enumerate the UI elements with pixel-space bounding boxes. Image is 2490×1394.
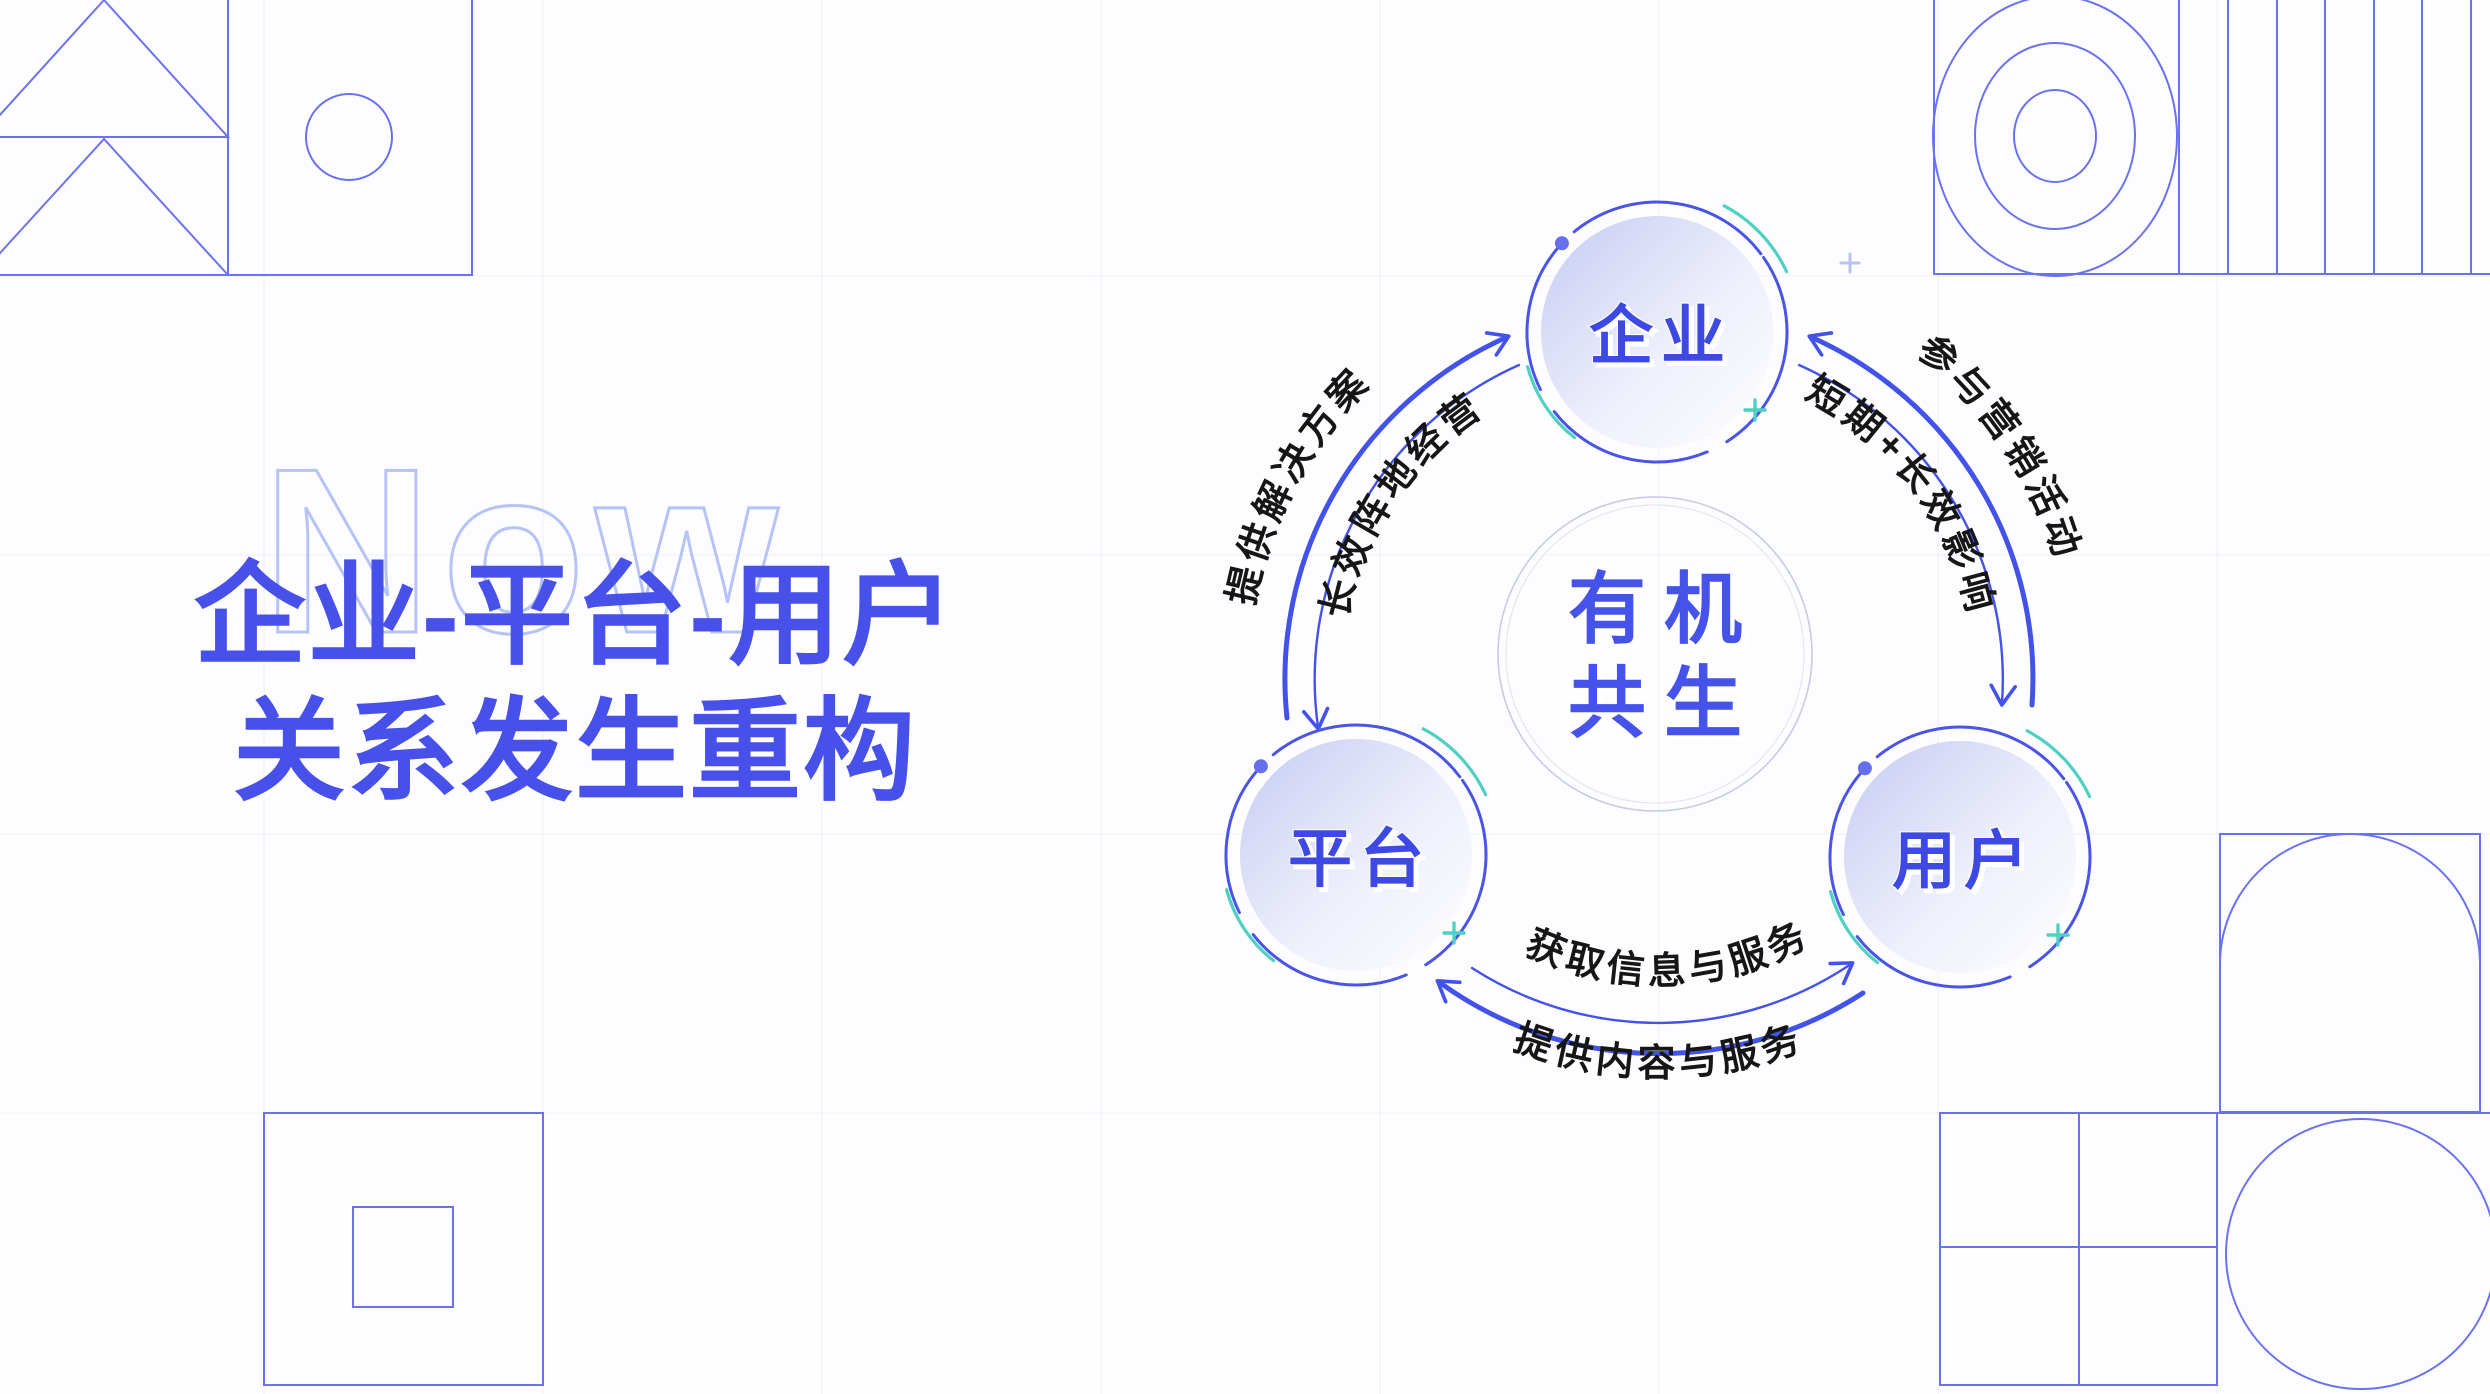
relationship-diagram: 有机 共生 提供解决方案 长效阵地经营 参与营销活动 短期+长效影响 获取信息与… <box>1173 149 2143 1085</box>
concentric-circle-outer <box>1932 0 2178 277</box>
arc-enterprise-to-user <box>1797 363 2017 707</box>
slide-title-line2: 关系发生重构 <box>233 689 917 814</box>
arc-user-to-enterprise <box>1807 331 2036 708</box>
watermark-text: Now <box>262 419 788 682</box>
decor-top-right <box>1932 0 2490 277</box>
decor-bottom-left <box>263 1112 544 1386</box>
center-ring-outer <box>1497 496 1813 812</box>
arch-square <box>2219 833 2481 1113</box>
arc-platform-to-enterprise <box>1282 331 1511 721</box>
circle-outline <box>2225 1118 2490 1390</box>
center-label-line2: 共生 <box>1568 659 1760 747</box>
node-label-enterprise: 企业 <box>1589 300 1733 372</box>
node-label-user: 用户 <box>1892 825 2036 897</box>
slide-title: 企业-平台-用户 关系发生重构 <box>40 548 1110 820</box>
square-outline <box>263 1112 544 1386</box>
triangle-up-icon <box>0 0 231 138</box>
svg-text:获取信息与服务: 获取信息与服务 <box>1520 913 1817 993</box>
decor-top-left <box>0 0 473 276</box>
node-label-platform: 平台 <box>1288 823 1432 895</box>
edge-label-get-info-services: 获取信息与服务 <box>1520 913 1812 993</box>
arc-enterprise-to-platform <box>1301 363 1521 731</box>
concentric-circle-inner <box>2013 89 2097 183</box>
small-square-outline <box>352 1206 454 1308</box>
center-label-line1: 有机 <box>1568 565 1760 653</box>
edge-arcs <box>1282 331 2036 1056</box>
arc-platform-to-user <box>1470 961 1855 1025</box>
slide-title-line1: 企业-平台-用户 <box>193 553 957 678</box>
triangle-up-icon <box>0 137 231 276</box>
decor-bottom-right <box>1939 833 2490 1390</box>
center-ring-inner <box>1505 504 1805 804</box>
sparkle-plus-icon <box>1839 252 1861 274</box>
circle-outline <box>305 93 393 181</box>
concentric-circle-middle <box>1974 42 2136 230</box>
arch-arc <box>2219 833 2481 965</box>
vertical-lines-pattern <box>2227 0 2472 274</box>
square-outline <box>227 0 473 276</box>
arc-user-to-platform <box>1435 979 1866 1056</box>
